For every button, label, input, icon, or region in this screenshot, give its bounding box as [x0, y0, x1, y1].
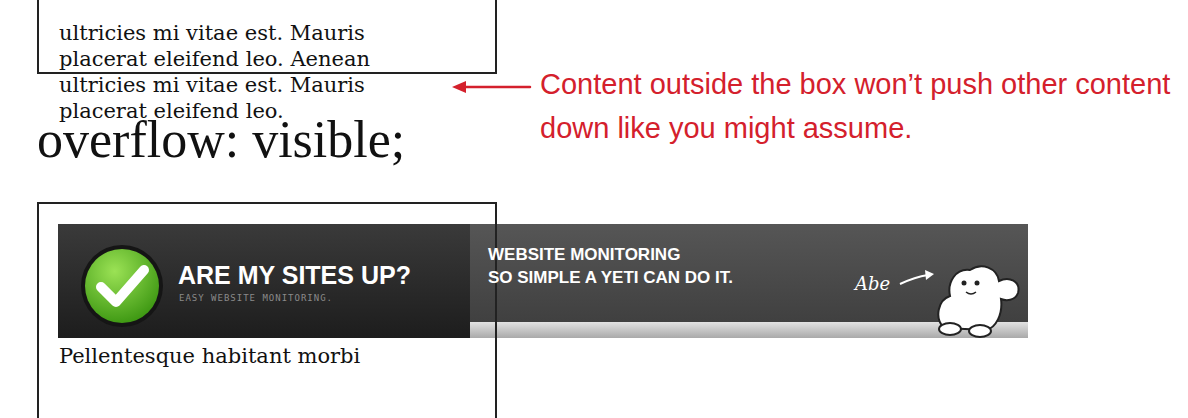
- annotation-arrowhead: [452, 81, 466, 93]
- body-text: ultricies mi vitae est. Mauris placerat …: [59, 20, 429, 124]
- abe-arrow: [900, 275, 928, 284]
- banner-tagline: SO SIMPLE A YETI CAN DO IT.: [488, 267, 733, 289]
- banner-left: [58, 224, 470, 338]
- overflow-box: Pellentesque habitant morbi ARE MY SITES …: [37, 202, 497, 418]
- annotation: Content outside the box won’t push other…: [540, 62, 1176, 150]
- banner-tagline: WEBSITE MONITORING: [488, 244, 680, 266]
- badge-ring: [81, 245, 163, 327]
- banner-subline: EASY WEBSITE MONITORING.: [179, 293, 333, 304]
- mascot-name: Abe: [855, 273, 890, 295]
- body-text: Pellentesque habitant morbi: [59, 343, 439, 369]
- heading: overflow: visible;: [37, 114, 405, 166]
- yeti-figure: [938, 266, 1018, 337]
- overflow-box: ultricies mi vitae est. Mauris placerat …: [37, 0, 497, 74]
- abe-arrowhead: [925, 270, 934, 280]
- check-badge: [85, 249, 159, 323]
- banner-headline: ARE MY SITES UP?: [178, 260, 411, 290]
- banner-strip: [470, 322, 1028, 338]
- ad-banner: ARE MY SITES UP? EASY WEBSITE MONITORING.…: [58, 224, 1028, 338]
- annotation-arrow: [462, 86, 530, 89]
- check-mark: [101, 270, 144, 302]
